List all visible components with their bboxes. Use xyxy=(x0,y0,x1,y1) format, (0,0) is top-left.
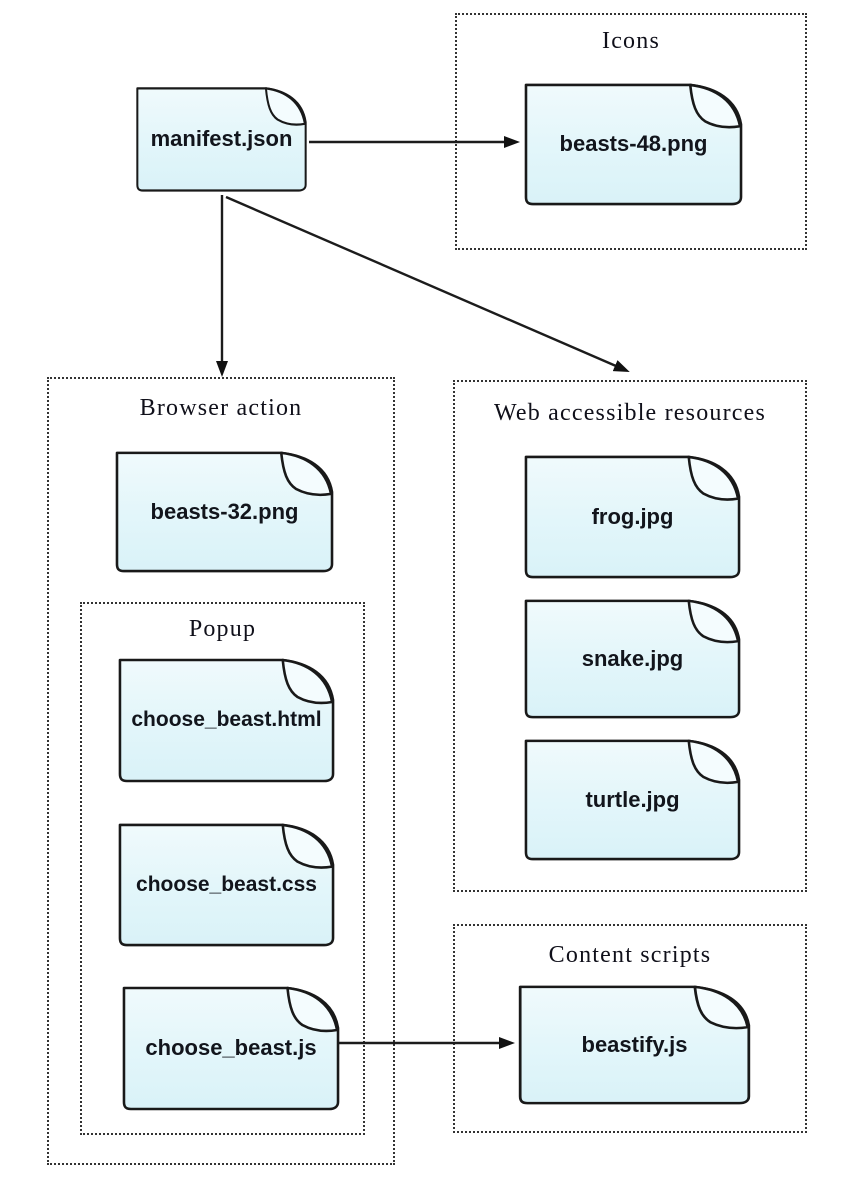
file-node-choose-beast-html: choose_beast.html xyxy=(117,656,336,784)
file-node-frog-jpg: frog.jpg xyxy=(523,453,742,580)
group-icons: Icons beasts-48.png xyxy=(455,13,807,250)
file-node-beastify-js: beastify.js xyxy=(517,983,752,1106)
group-popup-title: Popup xyxy=(188,616,257,642)
group-icons-title: Icons xyxy=(602,28,660,54)
document-icon xyxy=(524,739,741,861)
group-content-scripts: Content scripts beastify.js xyxy=(453,924,807,1133)
group-browser-action: Browser action beasts-32.png Popup choos… xyxy=(47,377,395,1165)
group-web-accessible-resources-title: Web accessible resources xyxy=(493,400,767,426)
file-label: snake.jpg xyxy=(581,645,684,671)
file-node-beasts-32-png: beasts-32.png xyxy=(114,449,335,574)
document-icon xyxy=(115,451,334,573)
file-label: beastify.js xyxy=(581,1031,688,1057)
file-node-manifest-json: manifest.json xyxy=(135,85,308,193)
file-node-snake-jpg: snake.jpg xyxy=(523,597,742,720)
file-node-turtle-jpg: turtle.jpg xyxy=(523,737,742,862)
file-node-choose-beast-css: choose_beast.css xyxy=(117,821,336,948)
file-label: beasts-32.png xyxy=(150,498,299,524)
file-node-beasts-48-png: beasts-48.png xyxy=(523,81,744,207)
document-icon xyxy=(524,83,743,206)
document-icon xyxy=(122,986,340,1111)
file-label: manifest.json xyxy=(150,126,293,151)
file-label: frog.jpg xyxy=(591,503,674,529)
document-icon xyxy=(524,599,741,719)
file-label: choose_beast.css xyxy=(136,872,317,896)
document-icon xyxy=(524,455,741,579)
file-node-choose-beast-js: choose_beast.js xyxy=(121,984,341,1112)
group-browser-action-title: Browser action xyxy=(139,395,303,421)
document-icon xyxy=(118,823,335,947)
document-icon xyxy=(118,658,335,783)
group-content-scripts-title: Content scripts xyxy=(548,942,712,968)
document-icon xyxy=(518,985,751,1105)
file-label: choose_beast.html xyxy=(131,708,322,731)
group-popup: Popup choose_beast.html choose_beast.css xyxy=(80,602,365,1135)
document-icon xyxy=(136,87,307,192)
file-label: choose_beast.js xyxy=(145,1035,317,1060)
file-label: beasts-48.png xyxy=(559,131,708,156)
group-web-accessible-resources: Web accessible resources frog.jpg snake.… xyxy=(453,380,807,892)
file-label: turtle.jpg xyxy=(585,786,680,812)
